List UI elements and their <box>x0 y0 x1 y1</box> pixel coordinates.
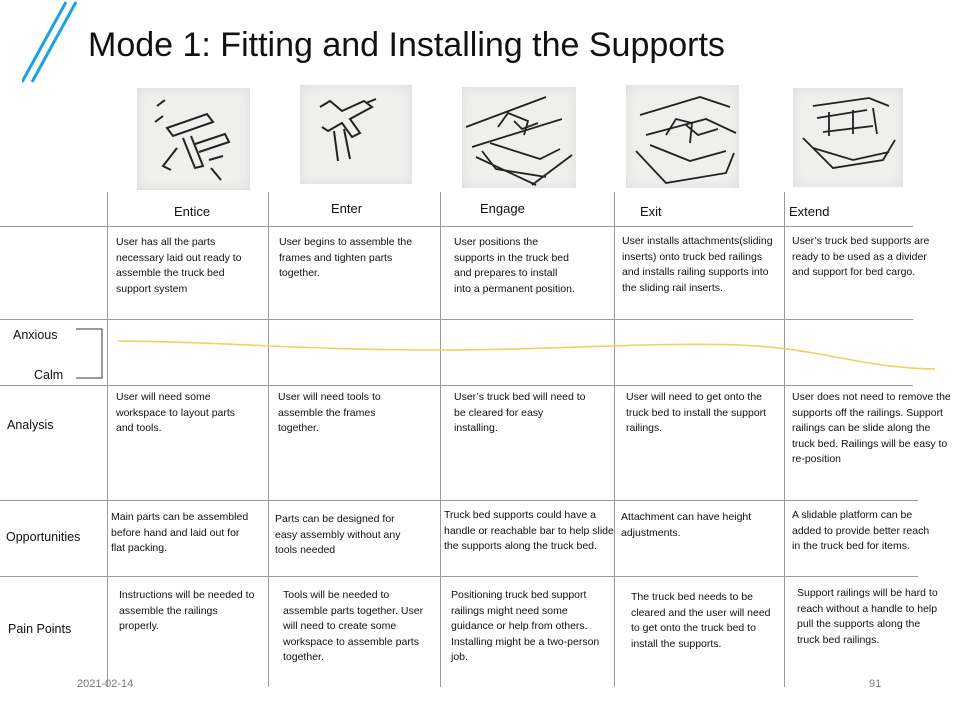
opportunities-cell-enter: Parts can be designed for easy assembly … <box>275 513 401 557</box>
emotion-label-calm: Calm <box>34 368 64 382</box>
stage-enter: Enter <box>331 201 363 216</box>
pain-points-cell-extend: Support railings will be hard to reach w… <box>797 587 938 646</box>
grid-col-2 <box>268 192 269 687</box>
stage-entice: Entice <box>174 204 211 219</box>
description-cell-enter: User begins to assemble the frames and t… <box>279 236 413 280</box>
footer-page-number: 91 <box>869 678 882 690</box>
pain-points-cell-enter: Tools will be needed to assemble parts t… <box>283 589 424 664</box>
description-cell-exit: User installs attachments(sliding insert… <box>622 235 773 294</box>
pain-points-cell-engage: Positioning truck bed support railings m… <box>451 589 600 664</box>
grid-col-4 <box>614 192 615 687</box>
sketch-parts-image <box>137 88 250 190</box>
description-cell-extend: User’s truck bed supports are ready to b… <box>792 235 930 279</box>
opportunities-cell-engage: Truck bed supports could have a handle o… <box>444 509 614 553</box>
grid-line-stage <box>0 226 913 227</box>
opportunities-cell-exit: Attachment can have height adjustments. <box>621 511 752 539</box>
sketch-exit-image <box>626 85 739 188</box>
grid-line-opportunities <box>0 576 918 577</box>
analysis-cell-exit: User will need to get onto the truck bed… <box>626 391 767 435</box>
grid-col-3 <box>440 192 441 687</box>
pain-points-cell-entice: Instructions will be needed to assemble … <box>119 589 255 633</box>
page-title: Mode 1: Fitting and Installing the Suppo… <box>88 26 725 64</box>
grid-line-emotion <box>0 385 913 386</box>
sketch-frames-image <box>300 85 412 184</box>
pain-points-label: Pain Points <box>8 622 72 636</box>
grid-col-5 <box>784 192 785 687</box>
description-cell-entice: User has all the parts necessary laid ou… <box>116 236 242 295</box>
stage-exit: Exit <box>640 204 662 219</box>
analysis-cell-enter: User will need tools to assemble the fra… <box>278 391 381 435</box>
stage-engage: Engage <box>480 201 525 216</box>
analysis-cell-engage: User’s truck bed will need to be cleared… <box>454 391 586 435</box>
opportunities-cell-extend: A slidable platform can be added to prov… <box>792 509 930 553</box>
emotion-label-anxious: Anxious <box>13 328 58 342</box>
opportunities-cell-entice: Main parts can be assembled before hand … <box>111 511 249 555</box>
analysis-cell-extend: User does not need to remove the support… <box>792 391 951 466</box>
sketch-extend-image <box>793 88 903 187</box>
stage-extend: Extend <box>789 204 830 219</box>
accent-lines-decoration <box>22 1 78 83</box>
analysis-label: Analysis <box>7 418 54 432</box>
opportunities-label: Opportunities <box>6 530 81 544</box>
footer-date: 2021-02-14 <box>77 678 134 690</box>
grid-line-analysis <box>0 500 918 501</box>
grid-col-1 <box>107 192 108 687</box>
pain-points-cell-exit: The truck bed needs to be cleared and th… <box>631 591 771 650</box>
sketch-engage-image <box>462 87 576 188</box>
description-cell-engage: User positions the supports in the truck… <box>454 236 575 295</box>
grid-line-description <box>0 319 913 320</box>
analysis-cell-entice: User will need some workspace to layout … <box>116 391 236 435</box>
